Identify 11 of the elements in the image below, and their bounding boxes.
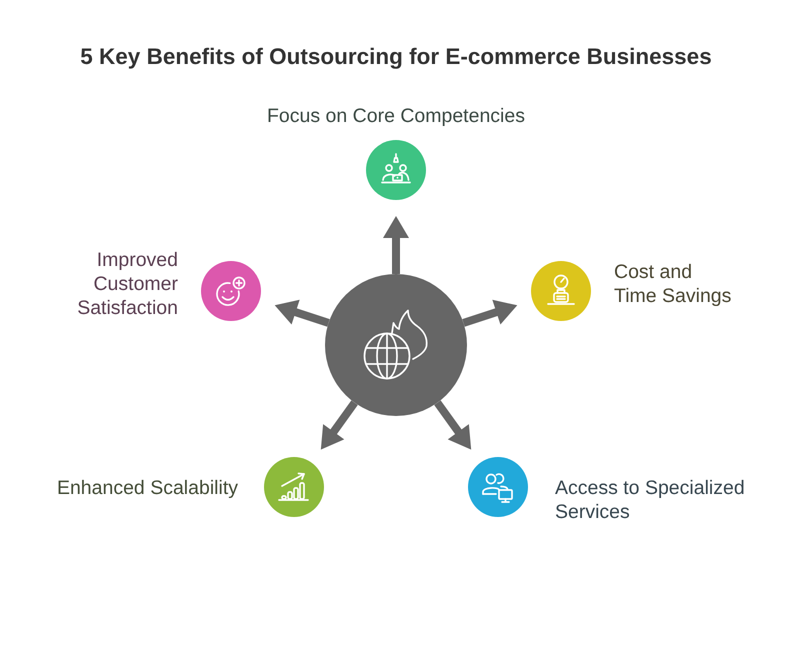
benefit-label: Focus on Core Competencies (266, 104, 526, 128)
benefit-label: Cost and Time Savings (614, 260, 732, 308)
title: 5 Key Benefits of Outsourcing for E-commerce Businesses (79, 43, 713, 71)
benefit-label: Enhanced Scalability (56, 476, 238, 500)
arrow (462, 300, 518, 327)
benefit-label: Improved Customer Satisfaction (76, 248, 178, 320)
arrow (434, 400, 472, 450)
benefit-label: Access to Specialized Services (555, 476, 746, 524)
arrow (383, 216, 409, 274)
arrow (320, 400, 358, 450)
arrow (274, 300, 330, 327)
